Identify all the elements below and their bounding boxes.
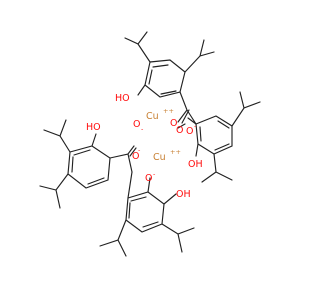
copper-label-bottom: Cu xyxy=(153,152,166,163)
ring-b xyxy=(195,115,233,155)
carbonyl-d xyxy=(147,177,151,193)
structure-drawing: HO O Cu ++ O - O O - OH Cu ++ HO O - O -… xyxy=(39,31,261,257)
oxygen-label-b2: O xyxy=(186,126,193,137)
oxygen-charge-b: - xyxy=(194,122,197,130)
ring-c-inner xyxy=(71,149,105,185)
isopropyl-b2 xyxy=(201,153,233,183)
isopropyl-d1 xyxy=(99,219,127,257)
keto-c xyxy=(109,145,137,173)
isopropyl-a1 xyxy=(124,31,151,63)
oxygen-charge-d: - xyxy=(153,170,156,178)
molecule-diagram: HO O Cu ++ O - O O - OH Cu ++ HO O - O -… xyxy=(39,31,261,257)
ring-d-inner xyxy=(128,196,159,228)
isopropyl-b1 xyxy=(231,91,261,127)
isopropyl-a2 xyxy=(184,39,215,73)
ring-b-inner xyxy=(199,120,230,151)
atom-labels: HO O Cu ++ O - O O - OH Cu ++ HO O - O -… xyxy=(86,93,203,200)
isopropyl-c2 xyxy=(39,173,69,209)
oxygen-label-top-left: O xyxy=(133,119,140,130)
isopropyl-c1 xyxy=(43,119,71,153)
ring-d-links xyxy=(127,171,177,205)
oxygen-label-a: O xyxy=(170,118,177,129)
isopropyl-d2 xyxy=(161,223,195,253)
copper-charge-bottom: ++ xyxy=(170,148,181,156)
hydroxyl-label-c: HO xyxy=(86,122,101,133)
hydroxyl-label-a: HO xyxy=(115,93,130,104)
oxygen-charge-c: - xyxy=(138,146,141,154)
oh-bond-b xyxy=(195,143,199,157)
oxygen-charge-top-left: - xyxy=(141,125,144,133)
carbonyl-b xyxy=(177,117,197,129)
copper-label-top: Cu xyxy=(146,111,159,122)
oh-bond-a xyxy=(137,84,146,96)
ring-a-inner xyxy=(148,64,177,95)
ring-c xyxy=(67,145,111,189)
oxygen-label-c: O xyxy=(132,151,139,162)
oh-bond-c xyxy=(91,133,97,147)
oxygen-label-d: O xyxy=(145,173,152,184)
hydroxyl-label-d: OH xyxy=(176,189,191,200)
bond-network xyxy=(39,31,261,257)
copper-charge-top: ++ xyxy=(163,107,174,115)
oxygen-label-b: O xyxy=(176,125,183,136)
hydroxyl-label-b: OH xyxy=(188,159,203,170)
keto-a xyxy=(177,91,197,125)
